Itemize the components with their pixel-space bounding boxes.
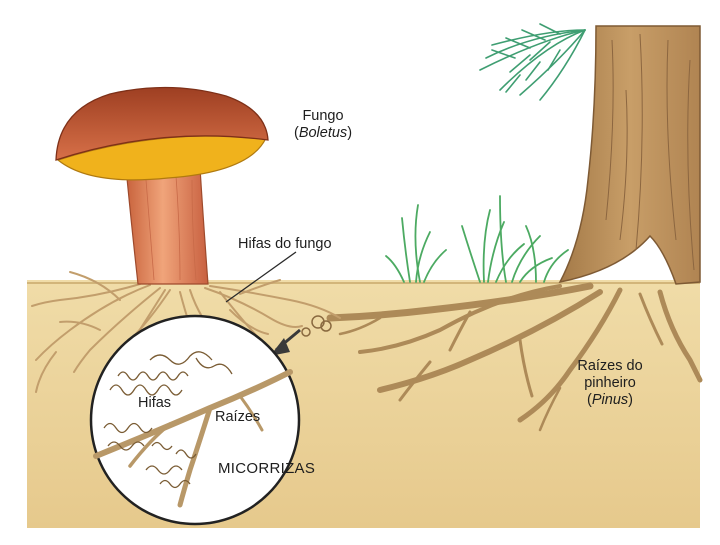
inset-title-label: MICORRIZAS [218, 460, 315, 477]
pine-roots-label-line1: Raízes do [560, 358, 660, 375]
fungus-label: Fungo (Boletus) [268, 108, 378, 142]
inset-hyphae-label: Hifas [138, 395, 171, 412]
fungus-label-line2: (Boletus) [268, 125, 378, 142]
pine-species-name: Pinus [592, 392, 628, 408]
pine-trunk [560, 26, 700, 284]
pine-needles [480, 24, 585, 100]
pine-roots-label: Raízes do pinheiro (Pinus) [560, 358, 660, 409]
mushroom-stem [126, 168, 208, 284]
pine-paren-close: ) [628, 392, 633, 408]
fungus-species-name: Boletus [299, 125, 347, 141]
grass [386, 196, 568, 282]
fungus-paren-close: ) [347, 125, 352, 141]
fungus-label-line1: Fungo [268, 108, 378, 125]
pine-roots-label-line3: (Pinus) [560, 392, 660, 409]
mycorrhiza-inset-circle [91, 316, 299, 524]
pine-roots-label-line2: pinheiro [560, 375, 660, 392]
inset-roots-label: Raízes [215, 409, 260, 426]
hyphae-of-fungus-label: Hifas do fungo [238, 236, 332, 253]
